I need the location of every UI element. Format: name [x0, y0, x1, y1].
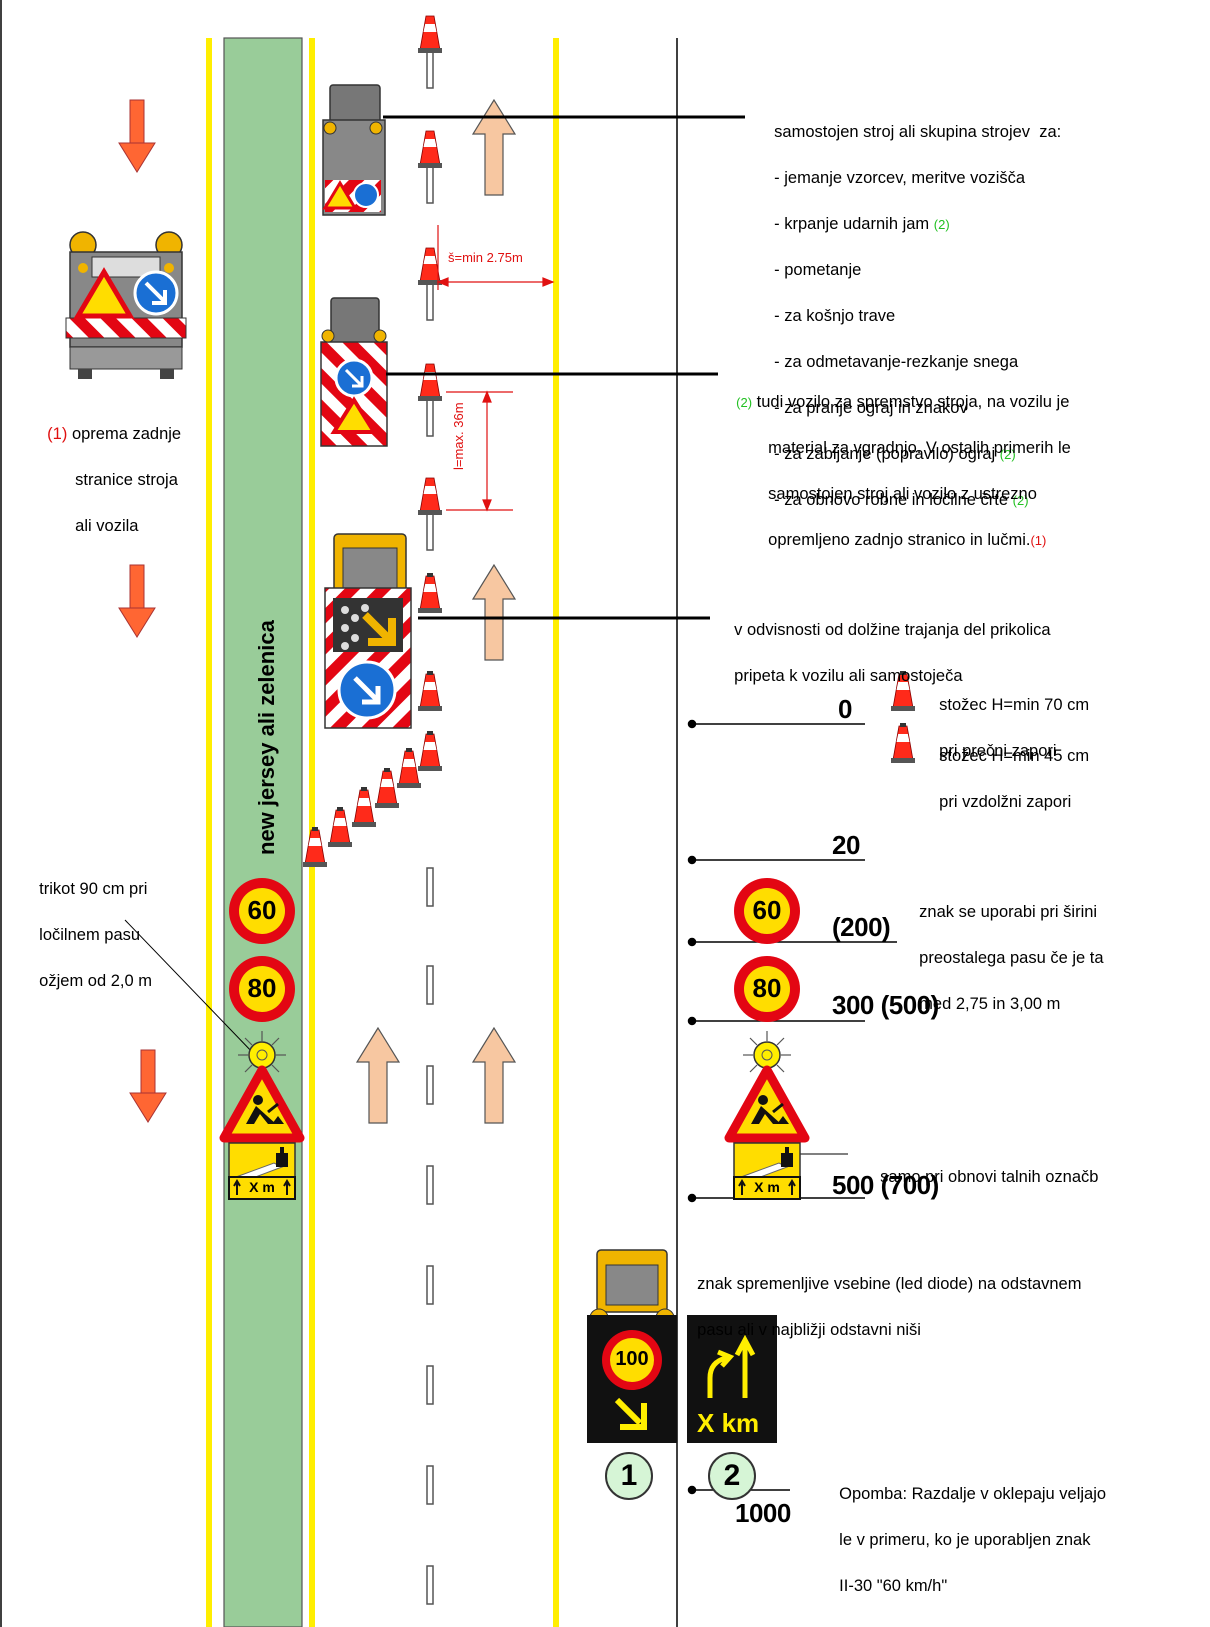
- note-line: stožec H=min 70 cm: [939, 696, 1090, 714]
- note-line: ožjem od 2,0 m: [39, 972, 152, 990]
- sign-60-usage-note: znak se uporabi pri širini preostalega p…: [910, 878, 1104, 1016]
- note-line: oprema zadnje: [71, 425, 182, 443]
- distance-plate-label: X m: [249, 1179, 275, 1195]
- lane-arrow: [472, 564, 516, 661]
- note-line: material za vgradnjo. V ostalih primerih…: [768, 439, 1071, 457]
- lane-arrow: [472, 99, 516, 196]
- vms-option-1-badge: 1: [605, 1452, 653, 1500]
- speed-limit-80-label: 80: [752, 973, 782, 1003]
- note-line: pri prečni zapori: [939, 742, 1057, 760]
- vms-sign-lane: [687, 1315, 777, 1443]
- note-line: II-30 "60 km/h": [839, 1577, 948, 1595]
- traffic-direction-arrow: [118, 564, 156, 638]
- footnote-mark: (2): [933, 217, 950, 232]
- footnote-mark: (1): [1030, 533, 1047, 548]
- marking-renewal-note: samo pri obnovi talnih označb: [871, 1143, 1098, 1189]
- note-line: ločilnem pasu: [39, 926, 141, 944]
- traffic-direction-arrow: [129, 1049, 167, 1123]
- cone-small-legend: stožec H=min 45 cm pri vzdolžni zapori: [930, 722, 1089, 814]
- callout-line: [124, 919, 256, 1056]
- yellow-edge-line-left: [206, 38, 212, 1627]
- speed-limit-100-label: 100: [615, 1348, 649, 1370]
- rear-equipment-note: (1) oprema zadnje stranice stroja ali vo…: [38, 400, 181, 538]
- cone-large-legend: stožec H=min 70 cm pri prečni zapori: [930, 671, 1089, 763]
- footnote-mark: (2): [999, 447, 1016, 462]
- speed-limit-60-label: 60: [752, 895, 782, 925]
- trailer-vehicle: [324, 533, 412, 729]
- note-line: samostojen stroj ali vozilo z ustrezno: [768, 485, 1037, 503]
- vms-vehicle: [587, 1249, 677, 1443]
- vms-note: znak spremenljive vsebine (led diode) na…: [688, 1250, 1081, 1342]
- note-line: le v primeru, ko je uporabljen znak: [839, 1531, 1091, 1549]
- note-line: trikot 90 cm pri: [39, 880, 148, 898]
- speed-sign-80-right: [734, 956, 800, 1022]
- distance-plate-label: X m: [754, 1179, 780, 1195]
- list-item: - za odmetavanje-rezkanje snega: [774, 353, 1019, 371]
- rear-equipment-truck: [65, 231, 187, 379]
- note-line: opremljeno zadnjo stranico in lučmi.: [768, 531, 1031, 549]
- cone-icon: [890, 722, 916, 764]
- distance-label-1000: 1000: [735, 1498, 791, 1528]
- length-dimension-label: l=max. 36m: [451, 402, 466, 470]
- list-item: - za zabijanje (popravilo) ograj: [774, 445, 996, 463]
- list-item: - za obnovo robne in ločilne črte: [774, 491, 1009, 509]
- note-line: v odvisnosti od dolžine trajanja del pri…: [734, 621, 1051, 639]
- speed-sign-80-median: [229, 956, 295, 1022]
- note-line: pasu ali v najbližji odstavni niši: [697, 1321, 921, 1339]
- footnote-number: (2): [736, 395, 753, 410]
- list-item: - krpanje udarnih jam: [774, 215, 930, 233]
- cone-line: [417, 15, 443, 772]
- machine-types-list: samostojen stroj ali skupina strojev za:…: [765, 98, 1061, 512]
- distance-label-0: 0: [838, 694, 852, 724]
- lane-arrow: [472, 1027, 516, 1124]
- yellow-edge-line-shoulder: [553, 38, 559, 1627]
- triangle-size-note: trikot 90 cm pri ločilnem pasu ožjem od …: [30, 855, 152, 993]
- median-strip: [223, 37, 303, 1627]
- note-line: tudi vozilo za spremstvo stroja, na vozi…: [756, 393, 1070, 411]
- note-line: stožec H=min 45 cm: [939, 747, 1090, 765]
- speed-sign-60-right: [734, 878, 800, 944]
- note-line: samo pri obnovi talnih označb: [880, 1168, 1099, 1186]
- distance-label-500: 500 (700): [832, 1170, 939, 1200]
- taper-cones: [302, 747, 422, 868]
- note-line: stranice stroja: [75, 471, 178, 489]
- speed-limit-80-label: 80: [247, 973, 277, 1003]
- lane-arrow: [356, 1027, 400, 1124]
- footnote-number: (1): [47, 425, 68, 443]
- note-line: pripeta k vozilu ali samostoječa: [734, 667, 963, 685]
- width-dimension-label: š=min 2.75m: [448, 250, 523, 265]
- note-line: znak spremenljive vsebine (led diode) na…: [697, 1275, 1082, 1293]
- speed-sign-60-median: [229, 878, 295, 944]
- note-line: Opomba: Razdalje v oklepaju veljajo: [839, 1485, 1107, 1503]
- roadwork-triangle-icon: [729, 1070, 805, 1138]
- machine-vehicle-top: [322, 84, 386, 216]
- vms-distance-label: X km: [697, 1408, 760, 1438]
- vms-option-2-badge: 2: [708, 1452, 756, 1500]
- note-line: preostalega pasu če je ta: [919, 949, 1104, 967]
- escort-vehicle: [320, 297, 388, 447]
- distance-label-20: 20: [832, 830, 860, 860]
- length-dimension: [446, 390, 513, 512]
- remark-note: Opomba: Razdalje v oklepaju veljajo le v…: [830, 1460, 1106, 1598]
- escort-vehicle-note: (2) tudi vozilo za spremstvo stroja, na …: [727, 368, 1071, 552]
- speed-limit-60-label: 60: [247, 895, 277, 925]
- distance-label-300: 300 (500): [832, 990, 939, 1020]
- trailer-note: v odvisnosti od dolžine trajanja del pri…: [725, 596, 1051, 688]
- list-item: - pometanje: [774, 261, 862, 279]
- note-line: pri vzdolžni zapori: [939, 793, 1072, 811]
- list-item: - jemanje vzorcev, meritve vozišča: [774, 169, 1026, 187]
- list-item: - za pranje ograj in znakov: [774, 399, 968, 417]
- note-line: med 2,75 in 3,00 m: [919, 995, 1061, 1013]
- list-title: samostojen stroj ali skupina strojev za:: [774, 123, 1062, 141]
- traffic-direction-arrow: [118, 99, 156, 173]
- note-line: ali vozila: [75, 517, 139, 535]
- list-item: - za košnjo trave: [774, 307, 896, 325]
- width-dimension: [436, 225, 555, 290]
- note-line: znak se uporabi pri širini: [919, 903, 1098, 921]
- lane-divider-dashes: [426, 867, 434, 1605]
- median-label-text: new jersey ali zelenica: [254, 620, 279, 855]
- distance-label-200: (200): [832, 912, 891, 942]
- footnote-mark: (2): [1012, 493, 1029, 508]
